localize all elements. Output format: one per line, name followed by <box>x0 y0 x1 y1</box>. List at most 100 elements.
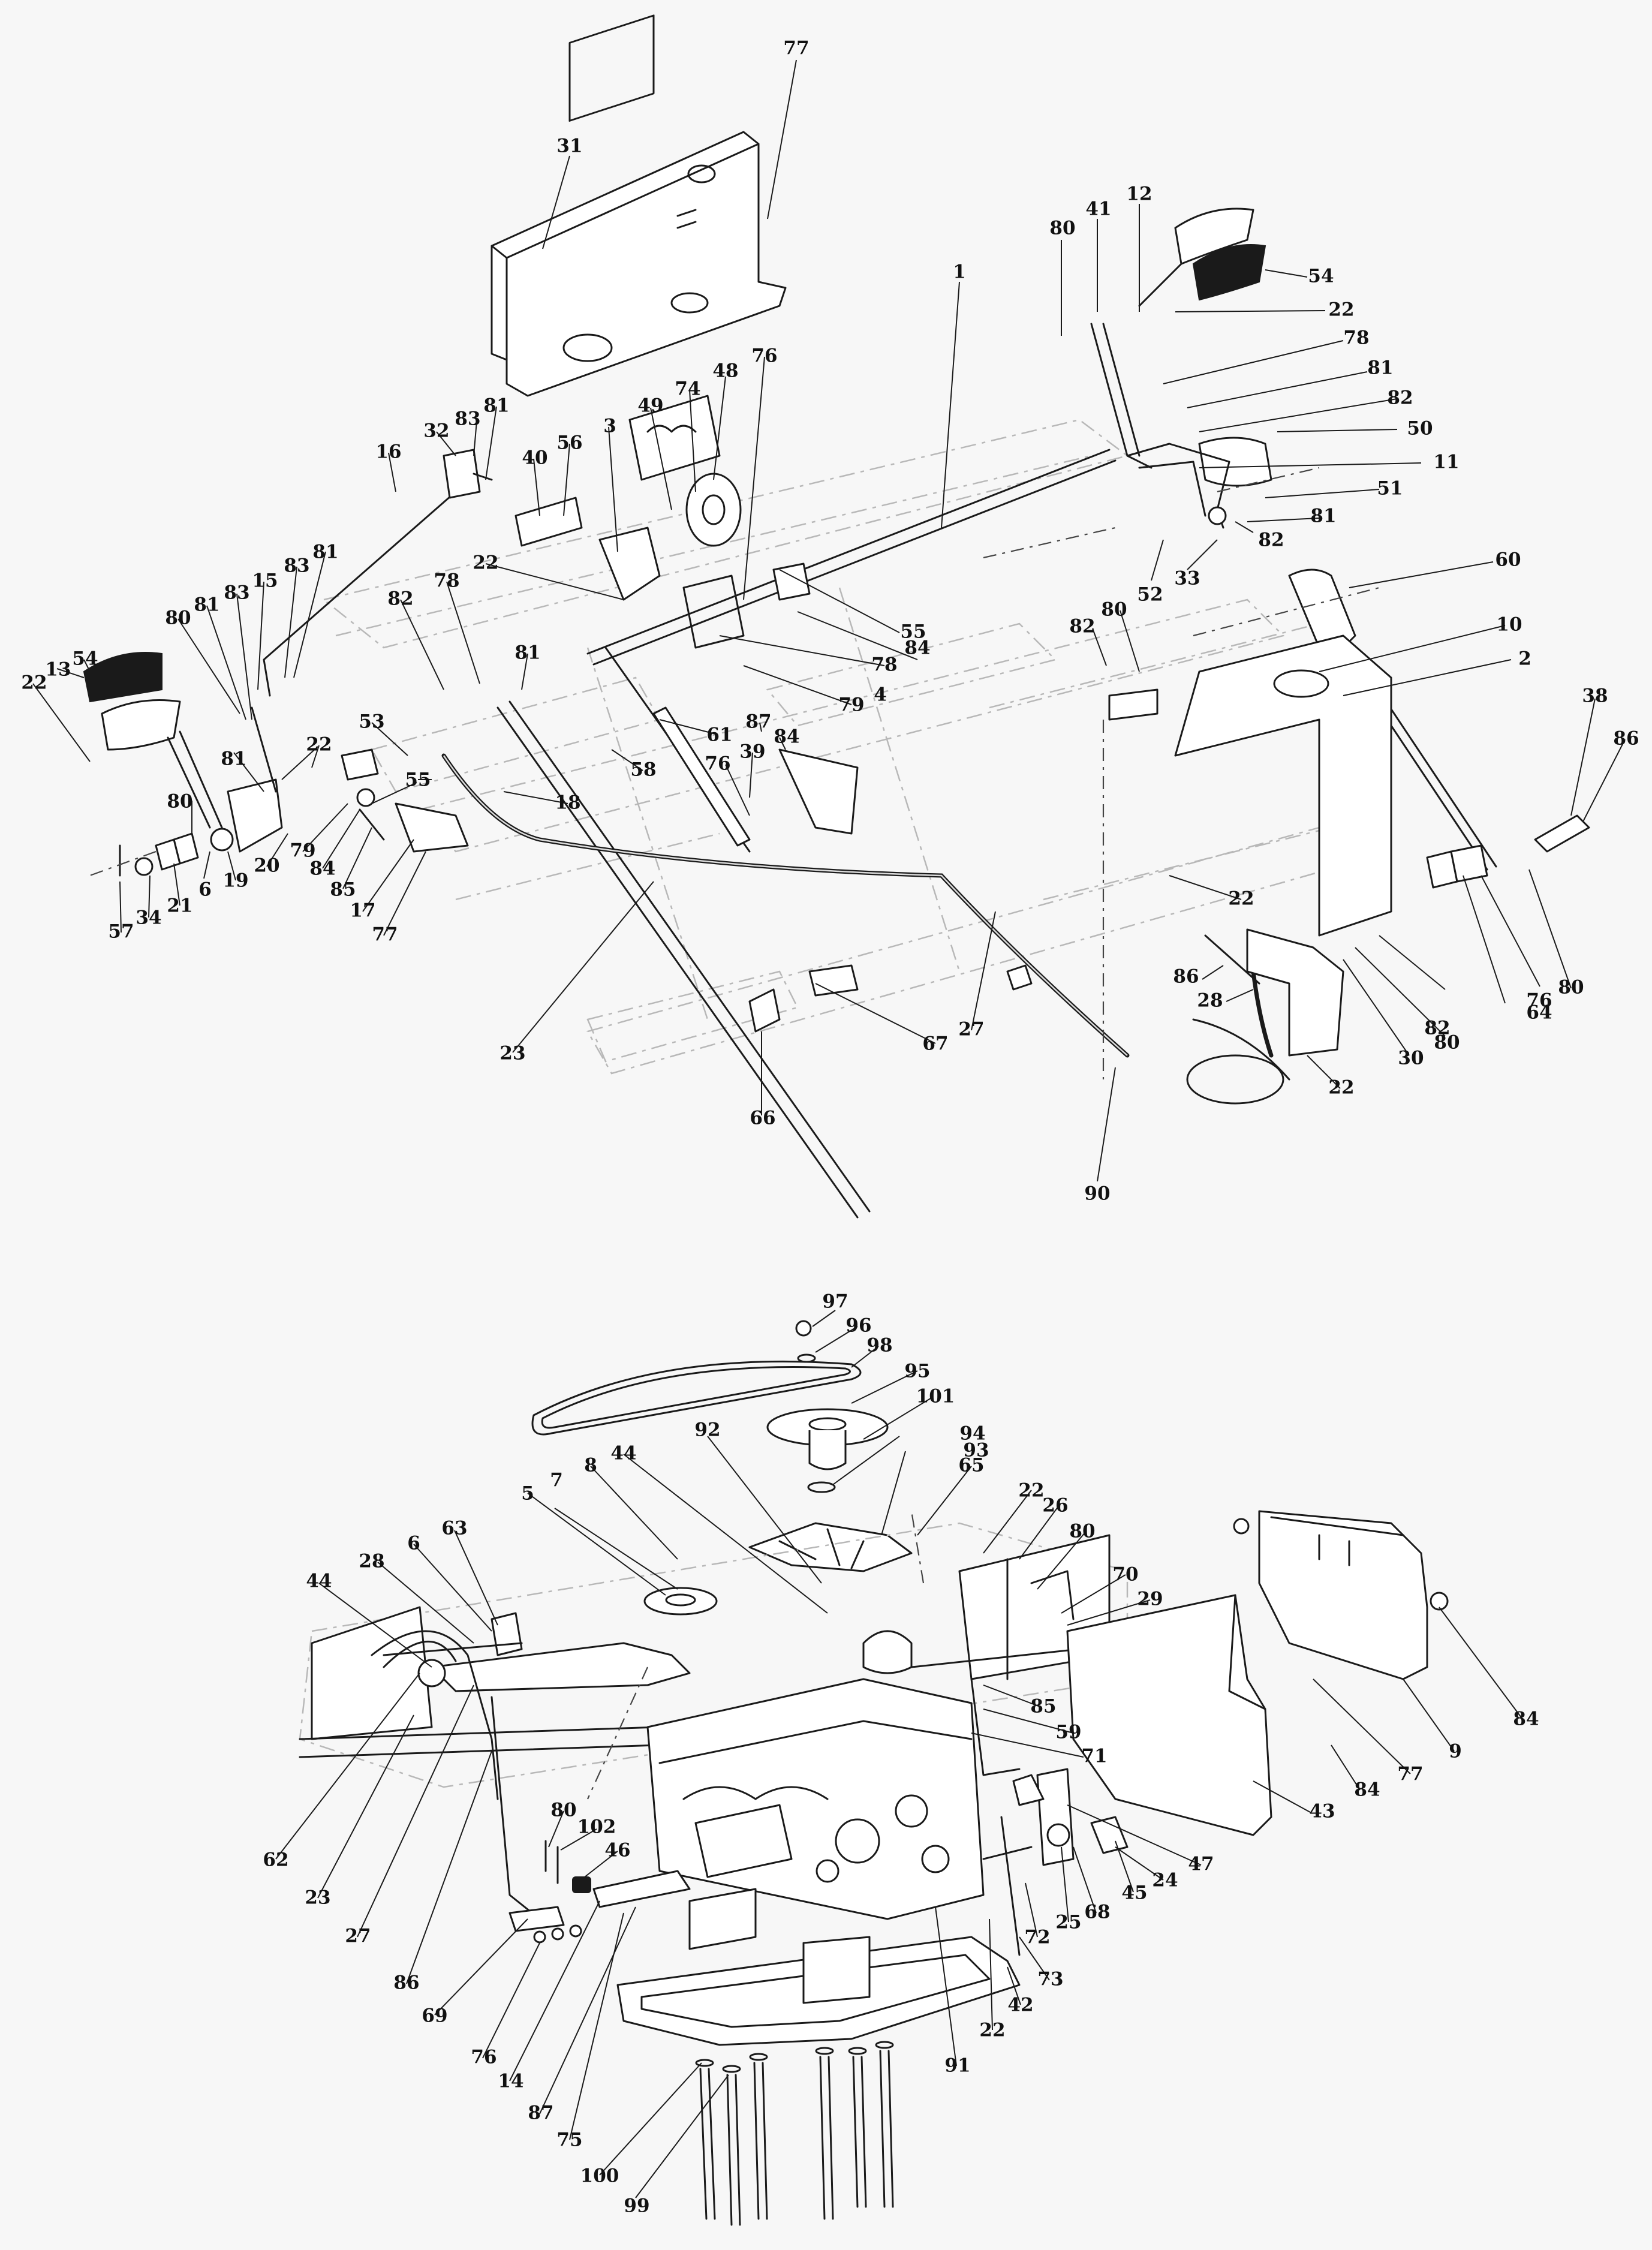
callout-74: 74 <box>675 378 700 400</box>
callout-94: 94 <box>959 1423 985 1445</box>
callout-96: 96 <box>845 1315 871 1337</box>
callout-82: 82 <box>1387 387 1413 409</box>
callout-17: 17 <box>350 900 375 922</box>
callout-50: 50 <box>1407 418 1433 440</box>
callout-44: 44 <box>610 1443 636 1464</box>
callout-76: 76 <box>471 2047 496 2068</box>
frame-arc <box>748 964 1290 1105</box>
callout-15: 15 <box>252 570 278 592</box>
callout-25: 25 <box>1055 1912 1081 1933</box>
callout-41: 41 <box>1085 198 1111 220</box>
callout-93: 93 <box>963 1440 989 1461</box>
callout-8: 8 <box>584 1455 597 1476</box>
callout-81: 81 <box>514 642 540 664</box>
callout-30: 30 <box>1398 1048 1424 1069</box>
callout-82: 82 <box>387 588 413 610</box>
callout-16: 16 <box>375 441 401 463</box>
callout-22: 22 <box>306 734 332 756</box>
callout-56: 56 <box>556 432 582 454</box>
callout-3: 3 <box>603 416 616 437</box>
callout-40: 40 <box>522 447 547 469</box>
callout-33: 33 <box>1174 568 1200 589</box>
callout-81: 81 <box>221 748 246 770</box>
shift-lever-60 <box>1108 568 1590 937</box>
callout-11: 11 <box>1433 452 1459 473</box>
callout-22: 22 <box>1328 299 1354 321</box>
callout-28: 28 <box>359 1551 384 1572</box>
callout-95: 95 <box>904 1361 930 1382</box>
spring-46 <box>508 1840 691 1944</box>
leader-lines <box>32 59 1626 2198</box>
callout-102: 102 <box>577 1816 616 1838</box>
callout-80: 80 <box>167 791 192 813</box>
callout-76: 76 <box>705 753 730 775</box>
callout-80: 80 <box>550 1800 576 1821</box>
callout-83: 83 <box>284 555 309 577</box>
bolts-99 <box>695 2041 894 2226</box>
gas-strut-61 <box>496 646 871 1219</box>
callout-76: 76 <box>751 345 777 367</box>
brake-rod-16 <box>263 449 493 697</box>
callout-55: 55 <box>900 621 926 643</box>
callout-48: 48 <box>712 360 738 382</box>
callout-90: 90 <box>1084 1183 1110 1205</box>
callout-21: 21 <box>167 895 192 917</box>
callout-87: 87 <box>745 711 771 733</box>
fan-92 <box>748 1522 913 1572</box>
callout-24: 24 <box>1152 1870 1178 1891</box>
callout-69: 69 <box>422 2005 447 2027</box>
callout-68: 68 <box>1084 1902 1110 1923</box>
callout-72: 72 <box>1024 1927 1050 1948</box>
callout-61: 61 <box>706 724 732 746</box>
callout-86: 86 <box>1173 966 1199 988</box>
callout-29: 29 <box>1137 1589 1163 1610</box>
cover-9 <box>1233 1510 1449 1680</box>
callout-91: 91 <box>944 2055 970 2077</box>
callout-51: 51 <box>1377 478 1403 500</box>
callout-55: 55 <box>405 769 431 791</box>
callout-28: 28 <box>1197 990 1223 1012</box>
callout-27: 27 <box>958 1019 984 1040</box>
callout-4: 4 <box>874 684 887 706</box>
callout-57: 57 <box>108 921 134 943</box>
callout-2: 2 <box>1518 648 1531 670</box>
callout-84: 84 <box>309 858 335 880</box>
callout-77: 77 <box>1397 1764 1423 1785</box>
callout-22: 22 <box>979 2020 1005 2041</box>
callout-79: 79 <box>838 694 864 716</box>
callout-84: 84 <box>1513 1708 1539 1730</box>
callout-98: 98 <box>866 1335 892 1356</box>
callout-92: 92 <box>694 1419 720 1441</box>
callout-26: 26 <box>1042 1495 1068 1517</box>
callout-53: 53 <box>359 711 384 733</box>
callout-18: 18 <box>555 792 580 814</box>
callout-78: 78 <box>871 654 897 676</box>
callout-82: 82 <box>1424 1018 1450 1039</box>
callout-84: 84 <box>1354 1779 1380 1801</box>
callout-44: 44 <box>306 1571 332 1592</box>
callout-47: 47 <box>1188 1854 1214 1875</box>
callout-34: 34 <box>136 907 161 929</box>
lower-assembly <box>299 1320 1449 2226</box>
callout-66: 66 <box>750 1108 775 1129</box>
bracket-30 <box>1204 844 1488 1057</box>
callout-71: 71 <box>1081 1746 1107 1767</box>
callout-80: 80 <box>1558 977 1584 998</box>
shield-43 <box>1066 1594 1272 1836</box>
callout-101: 101 <box>916 1386 955 1407</box>
callout-80: 80 <box>165 607 191 629</box>
callout-100: 100 <box>580 2165 619 2187</box>
callout-43: 43 <box>1309 1801 1335 1822</box>
callout-58: 58 <box>630 759 656 781</box>
callout-39: 39 <box>739 741 765 763</box>
seat-bracket-31 <box>491 14 787 397</box>
callout-86: 86 <box>1613 728 1639 750</box>
callout-64: 64 <box>1526 1002 1552 1024</box>
small-brackets <box>341 562 859 853</box>
callout-81: 81 <box>1367 357 1393 379</box>
transaxle-body <box>646 1630 985 1920</box>
callout-63: 63 <box>441 1518 467 1539</box>
callout-54: 54 <box>72 648 98 670</box>
callout-86: 86 <box>393 1972 419 1994</box>
